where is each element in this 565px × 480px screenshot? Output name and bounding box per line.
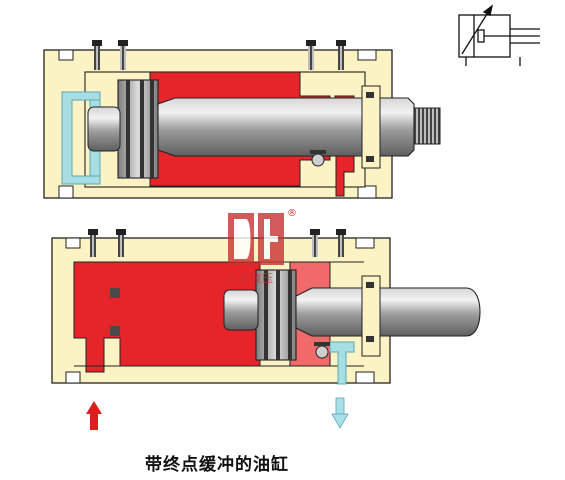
watermark-logo-icon <box>228 213 284 265</box>
watermark-text: 大越液压 <box>226 272 274 285</box>
bottom-cylinder <box>51 229 481 385</box>
figure-caption: 带终点缓冲的油缸 <box>145 455 289 475</box>
hydraulic-cylinder-symbol-icon <box>458 4 540 66</box>
watermark-registered-mark: ® <box>287 208 297 219</box>
outlet-arrow-icon <box>331 397 349 429</box>
top-cylinder <box>43 40 441 199</box>
inlet-arrow-icon <box>86 401 102 430</box>
